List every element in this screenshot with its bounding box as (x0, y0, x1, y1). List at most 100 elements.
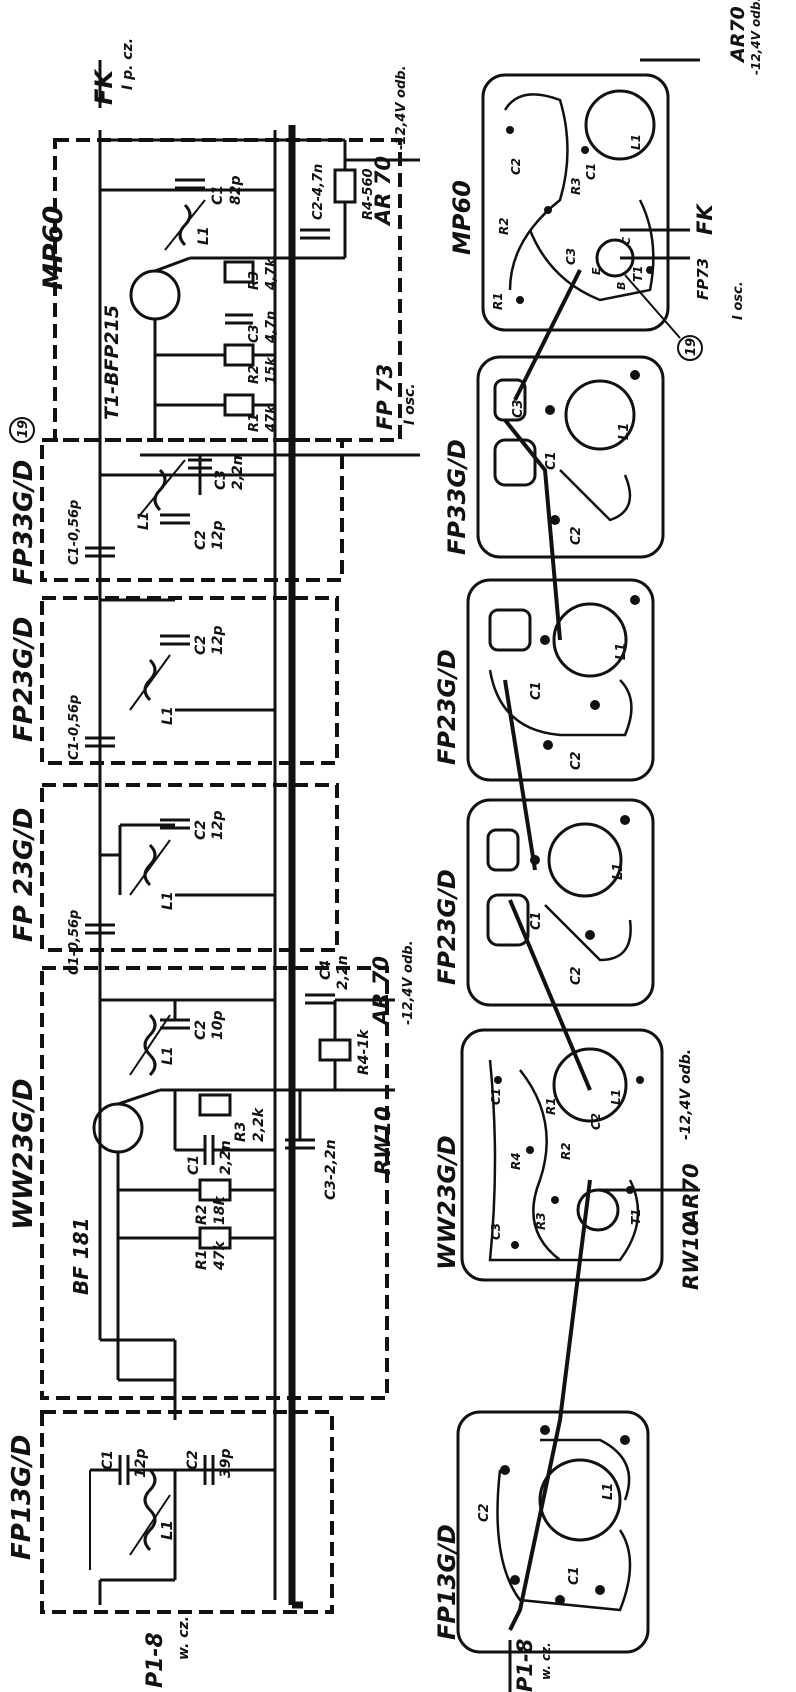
pcb-fp33-c1-label: C1 (544, 451, 559, 470)
pcb-fp33-l1-label: L1 (617, 423, 632, 440)
mp60-base (154, 256, 191, 273)
pcb-fp23a-pad-block-2 (486, 893, 530, 947)
input-sub-label: w. cz. (176, 1616, 192, 1660)
pcb-fp13-title: FP13G/D (433, 1524, 461, 1640)
pcb-mp60-b-label: B (615, 282, 628, 290)
pcb-fp13-c2-label: C2 (477, 1503, 492, 1522)
ww23-r3-label: R3 (233, 1121, 249, 1142)
mp60-c1-label: C1 (210, 185, 226, 205)
fp23a-box (40, 783, 339, 952)
fk-sub-label: I p. cz. (120, 38, 136, 90)
fp23a-l1-arrow (129, 839, 171, 896)
pcb-fp13-track-b (540, 1438, 631, 1501)
pcb-mp60-track-b (528, 199, 655, 302)
pcb-fp33-pad-block (493, 378, 527, 422)
mp60-c1-value: 82p (228, 175, 244, 205)
ww23-r1-label: R1 (194, 1249, 210, 1270)
fp23a-l1-coil (143, 843, 157, 887)
mp60-title: MP60 (38, 206, 69, 290)
pcb-mp60-l1-label: L1 (629, 134, 643, 150)
pcb-ww23-t1-label: T1 (629, 1208, 643, 1225)
fp33-c3-value: 2,2n (230, 455, 246, 490)
fp23b-c2-value: 12p (210, 625, 226, 655)
ww23-r2-label: R2 (194, 1204, 210, 1225)
pcb-fp23a-c2-label: C2 (569, 966, 584, 985)
fp23a-l1-label: L1 (160, 891, 176, 910)
pcb-fp23a-l1-label: L1 (611, 863, 626, 880)
pcb-mp60-pad-2 (544, 206, 552, 214)
ww23-box (40, 966, 389, 1400)
pcb-fp23a-title: FP23G/D (433, 869, 461, 985)
fp23a-c2-label: C2 (193, 820, 209, 840)
pcb-mp60-title: MP60 (448, 180, 476, 255)
pcb-ww23-pad-2 (526, 1146, 534, 1154)
pcb-fp23a-pad-block (486, 828, 520, 872)
pcb-fp13-c1-label: C1 (567, 1566, 582, 1585)
pcb-fp33-pad-1 (545, 405, 555, 415)
pcb-ww23-pad-5 (636, 1076, 644, 1084)
fp33-c2-value: 12p (210, 520, 226, 550)
pcb-fp23b-pad-block (488, 608, 532, 652)
ar70-mid-label: AR 70 (369, 956, 393, 1027)
pcb-fp33-track (559, 469, 632, 522)
ar70-top-label: AR 70 (371, 156, 395, 227)
pcb-fp23b-title: FP23G/D (433, 649, 461, 765)
ww23-r3 (198, 1093, 232, 1117)
mp60-transistor (129, 269, 181, 321)
pcb-fp23b-pad-3 (543, 740, 553, 750)
pcb-ww23-coil (552, 1047, 628, 1123)
rw10-label: RW10 (371, 1106, 395, 1175)
pcb-fp23a-pad-3 (585, 930, 595, 940)
pcb-fp33-coil (564, 379, 636, 451)
pcb-fp23b-board (466, 578, 655, 782)
pcb-fp13-pad-5 (620, 1435, 630, 1445)
mp60-c3-value: 4,7n (264, 311, 279, 344)
fp23a-c2-value: 12p (210, 810, 226, 840)
ww23-title: WW23G/D (8, 1078, 39, 1230)
pcb-ww23-l1-label: L1 (609, 1089, 623, 1105)
pcb-fp23b-track (488, 669, 633, 737)
ww23-c3-label: C3-2,2n (323, 1139, 339, 1200)
pcb-mp60-pad-5 (516, 296, 524, 304)
pcb-ar70-top-label: AR70 (727, 6, 749, 64)
fp23a-title: FP 23G/D (9, 808, 39, 942)
mp60-transistor-label: T1-BFP215 (101, 305, 123, 420)
fp33-c2-label: C2 (193, 530, 209, 550)
schematic: FP13G/D L1 C1 12p C2 39p WW23G/D BF 181 … (7, 38, 420, 1688)
mp60-r4 (333, 168, 357, 204)
pcb-fp13-pad-1 (500, 1465, 510, 1475)
pcb-fp13-track-a (496, 1469, 632, 1612)
fp23b-l1-arrow (129, 654, 171, 711)
mp60-c3-label: C3 (247, 324, 262, 343)
pcb-jumper-4 (503, 418, 562, 641)
pcb-fp33-pad-3 (550, 515, 560, 525)
mp60-r3-label: R3 (247, 271, 262, 290)
pcb-fp23b-c2-label: C2 (569, 751, 584, 770)
pcb-ww23-pad-1 (494, 1076, 502, 1084)
pcb-fk-label: FK (693, 203, 717, 235)
pcb-jumper-5 (513, 269, 582, 401)
pcb-fp23a-coil (547, 822, 623, 898)
pcb-mp60-c3-label: C3 (564, 248, 578, 265)
ww23-r2-value: 18k (212, 1195, 228, 1225)
mp60-r1 (223, 393, 255, 417)
pcb-ar70-sub-label: -12,4V odb. (678, 1049, 694, 1140)
pcb-mp60-board (481, 73, 670, 332)
pcb-mp60-r2-label: R2 (497, 217, 511, 235)
fp13-c2-label: C2 (185, 1450, 201, 1470)
ww23-r3-value: 2,2k (251, 1106, 267, 1142)
mp60-r1-value: 47k (264, 404, 279, 433)
pcb-mp60-pad-3 (581, 146, 589, 154)
pcb-node-19-marker (677, 335, 703, 361)
pcb-jumper-1 (508, 1179, 592, 1631)
pcb-jumper-2 (508, 899, 592, 1091)
node-19-label: 19 (16, 420, 31, 438)
pcb-input-sub-label: w. cz. (539, 1642, 553, 1680)
ww23-c4-value: 2,2n (335, 955, 351, 990)
pcb-ww23-board (460, 1028, 664, 1282)
fk-label: FK (90, 68, 118, 105)
pcb-layouts: FP13G/D C2 C1 L1 WW23G/D C1 R4 C3 R3 R2 … (433, 0, 763, 1692)
fp23a-c1-label: C1-0,56p (67, 910, 82, 975)
ww23-l1-coil (143, 1013, 157, 1077)
